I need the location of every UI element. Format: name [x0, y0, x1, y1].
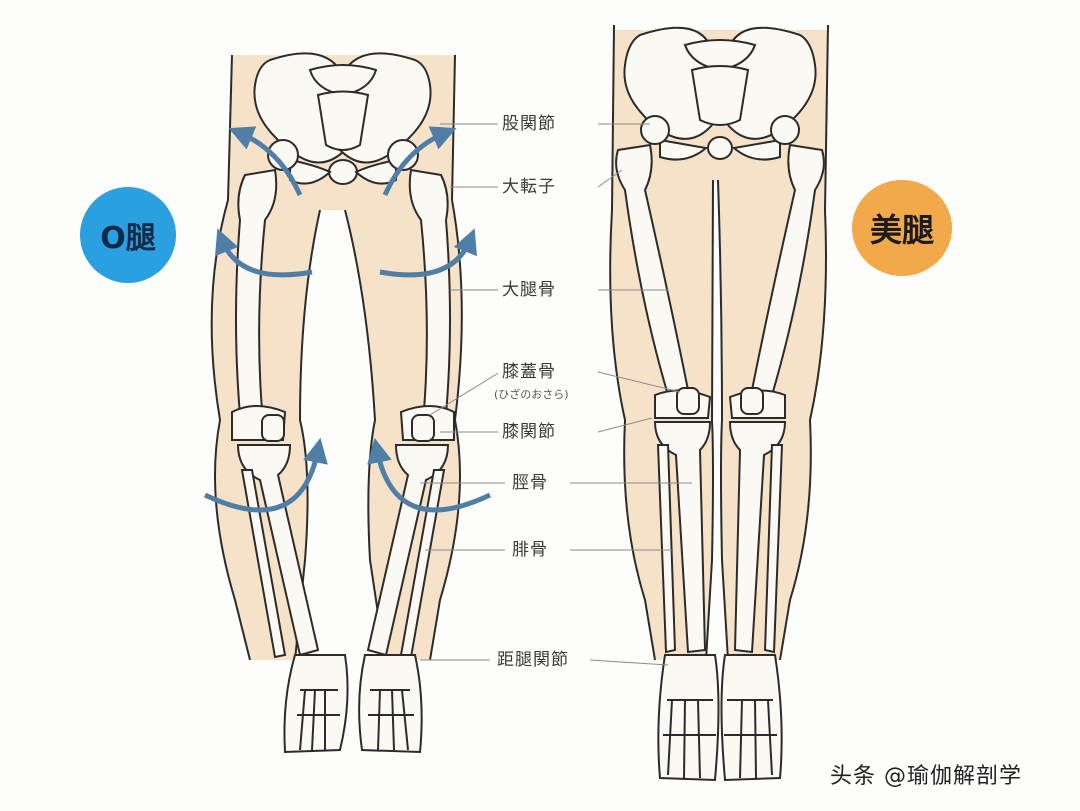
- label-tibia: 脛骨: [508, 473, 552, 493]
- lower-leg-bones-right: [653, 421, 787, 654]
- arrow-knee-left-icon: [203, 437, 328, 513]
- patella-left: [261, 414, 285, 442]
- label-patella: 膝蓋骨: [498, 362, 560, 382]
- patella-right: [411, 414, 435, 442]
- label-hip-joint: 股関節: [498, 114, 560, 134]
- feet: [283, 654, 423, 754]
- arrow-thigh-left-icon: [215, 228, 313, 278]
- o-legs-badge: O腿: [80, 187, 176, 283]
- lower-leg-bones: [236, 444, 450, 659]
- pelvis: [253, 52, 432, 185]
- rotation-arrows: [203, 126, 492, 513]
- patella-right-straight: [740, 387, 764, 415]
- beautiful-legs-badge: 美腿: [852, 180, 952, 276]
- patella-left-straight: [676, 387, 700, 415]
- label-femur: 大腿骨: [498, 280, 560, 300]
- femur-bones: [231, 139, 455, 441]
- arrow-hip-right-icon: [382, 126, 457, 197]
- feet-right: [657, 654, 783, 782]
- label-greater-trochanter: 大転子: [498, 177, 560, 197]
- pelvis-right: [623, 26, 817, 161]
- leader-lines: [420, 123, 692, 666]
- arrow-thigh-right-icon: [379, 228, 477, 278]
- label-knee-joint: 膝関節: [498, 422, 560, 442]
- label-fibula: 腓骨: [508, 540, 552, 560]
- straight-legs-figure: [609, 24, 829, 782]
- label-ankle-joint: 距腿関節: [493, 650, 573, 670]
- label-patella-reading: (ひざのおさら): [494, 388, 569, 401]
- arrow-hip-left-icon: [228, 126, 303, 197]
- watermark: 头条 @瑜伽解剖学: [830, 764, 1022, 789]
- o-legs-figure: [203, 52, 492, 754]
- arrow-knee-right-icon: [367, 437, 492, 513]
